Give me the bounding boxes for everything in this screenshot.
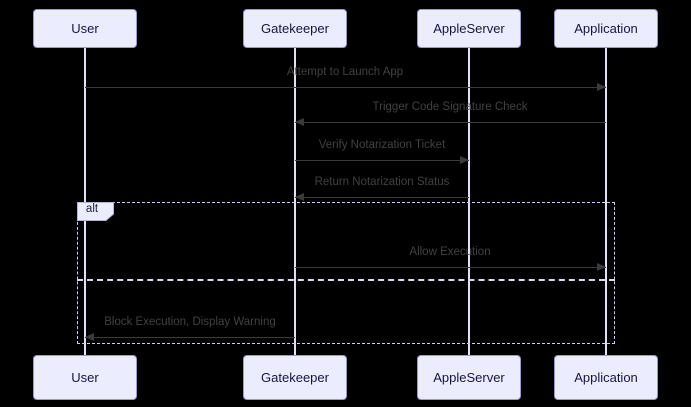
lifeline-appleserver: [468, 48, 470, 355]
message-label-block-execution: Block Execution, Display Warning: [104, 316, 276, 328]
actor-user-top: User: [33, 9, 137, 48]
lifeline-application: [605, 48, 607, 355]
actor-application-bottom: Application: [554, 355, 658, 400]
message-line: [85, 87, 606, 88]
arrowhead-right-icon: [460, 156, 469, 164]
message-line: [295, 160, 469, 161]
message-line: [295, 122, 606, 123]
message-label-attempt-launch: Attempt to Launch App: [286, 66, 404, 78]
actor-label: Application: [574, 370, 638, 385]
message-line: [295, 267, 606, 268]
message-label-return-notarization: Return Notarization Status: [314, 176, 450, 188]
actor-label: Application: [574, 21, 638, 36]
lifeline-user: [84, 48, 86, 355]
alt-else-divider: [77, 279, 615, 281]
message-label-verify-notarization: Verify Notarization Ticket: [318, 139, 446, 151]
actor-application-top: Application: [554, 9, 658, 48]
actor-label: AppleServer: [433, 370, 505, 385]
actor-appleserver-bottom: AppleServer: [417, 355, 521, 400]
message-line: [85, 337, 295, 338]
arrowhead-left-icon: [85, 333, 94, 341]
actor-label: Gatekeeper: [261, 21, 329, 36]
actor-label: User: [71, 370, 99, 385]
actor-appleserver-top: AppleServer: [417, 9, 521, 48]
alt-label-shape-icon: [77, 202, 114, 221]
message-label-allow-execution: Allow Execution: [409, 246, 491, 258]
alt-label-text: alt: [85, 203, 99, 215]
alt-frame: [77, 202, 615, 344]
actor-user-bottom: User: [33, 355, 137, 400]
actor-label: User: [71, 21, 99, 36]
actor-label: Gatekeeper: [261, 370, 329, 385]
message-label-trigger-signature-check: Trigger Code Signature Check: [372, 101, 528, 113]
actor-label: AppleServer: [433, 21, 505, 36]
message-line: [295, 197, 469, 198]
actor-gatekeeper-top: Gatekeeper: [243, 9, 347, 48]
arrowhead-right-icon: [597, 263, 606, 271]
arrowhead-left-icon: [295, 193, 304, 201]
alt-label: alt: [77, 202, 114, 221]
actor-gatekeeper-bottom: Gatekeeper: [243, 355, 347, 400]
lifeline-gatekeeper: [294, 48, 296, 355]
arrowhead-right-icon: [597, 83, 606, 91]
arrowhead-left-icon: [295, 118, 304, 126]
